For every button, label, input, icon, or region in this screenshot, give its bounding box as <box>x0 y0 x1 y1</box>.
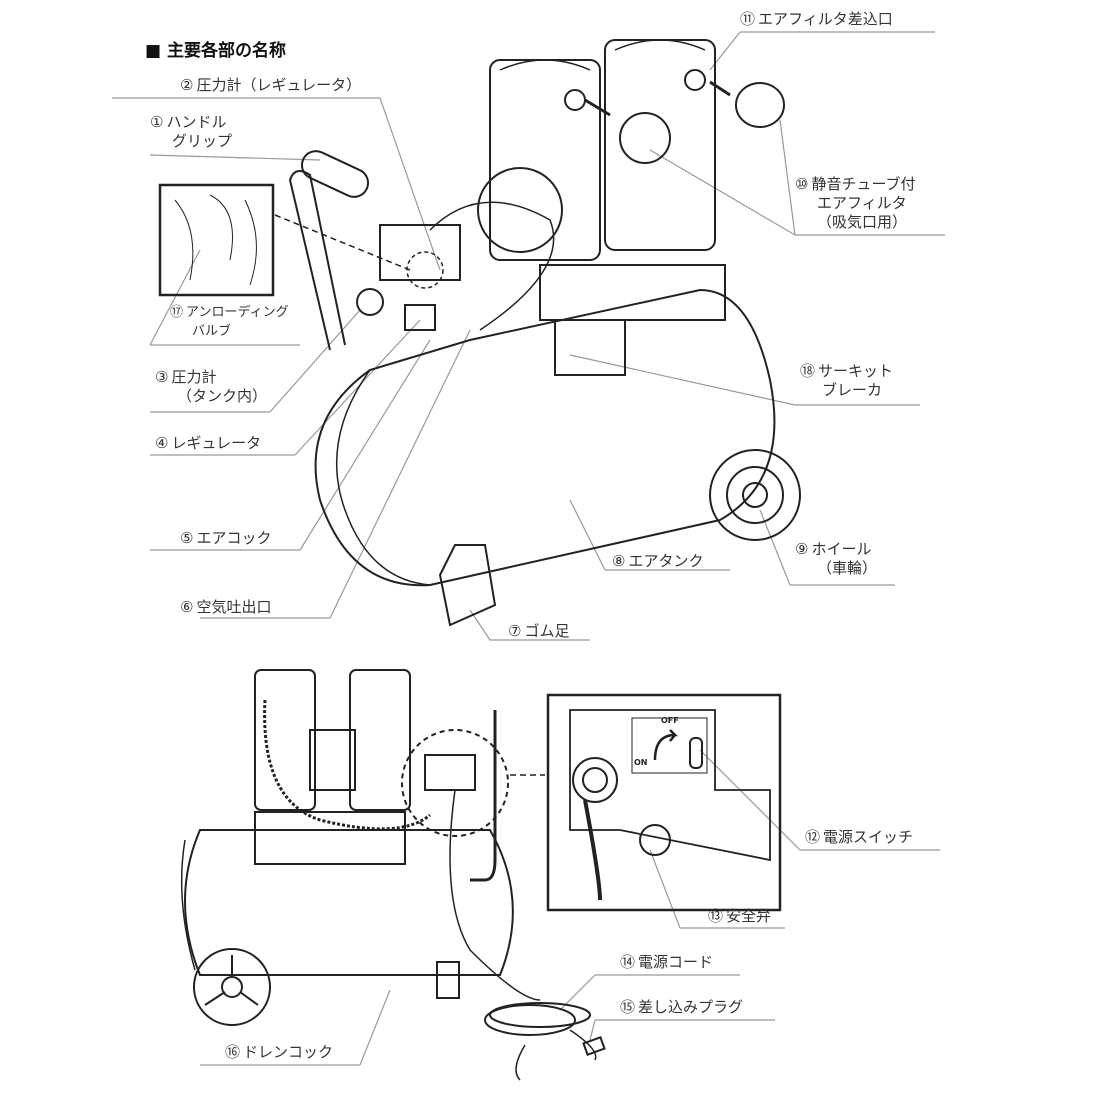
switch-off-label: OFF <box>661 716 679 725</box>
switch-on-label: ON <box>634 758 648 767</box>
section-title: ■ 主要各部の名称 <box>145 41 286 61</box>
leader-lines <box>112 31 945 1066</box>
